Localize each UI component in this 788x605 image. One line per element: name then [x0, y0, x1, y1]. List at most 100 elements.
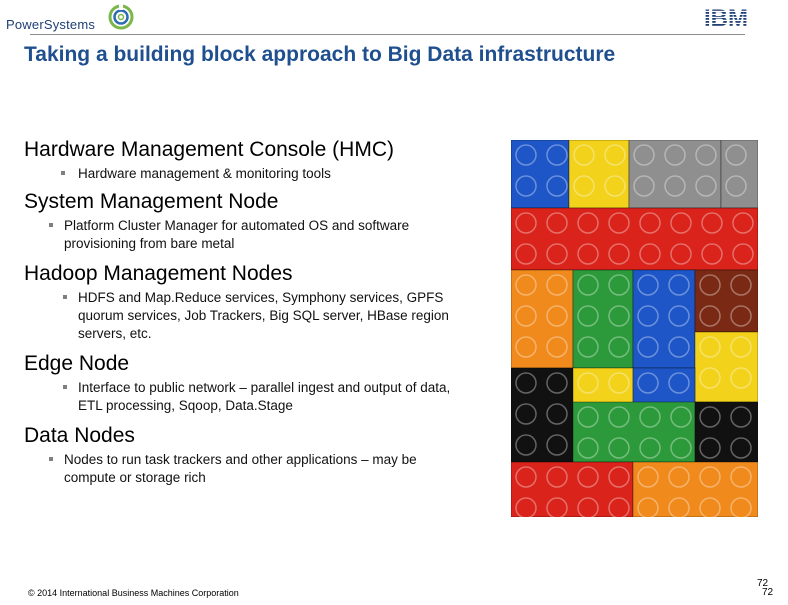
lego-stud	[732, 212, 754, 234]
section-heading: Edge Node	[24, 352, 130, 375]
lego-stud	[577, 212, 599, 234]
lego-stud	[608, 274, 630, 296]
lego-stud	[515, 403, 537, 425]
lego-stud	[577, 274, 599, 296]
lego-stud	[573, 175, 595, 197]
header-divider	[30, 34, 745, 35]
lego-stud	[546, 434, 568, 456]
section-heading: Data Nodes	[24, 424, 135, 447]
ibm-logo: IBM	[704, 6, 748, 28]
lego-stud	[637, 305, 659, 327]
lego-stud	[546, 497, 568, 517]
lego-stud	[546, 175, 568, 197]
lego-stud	[670, 243, 692, 265]
lego-stud	[604, 175, 626, 197]
bullet-icon	[63, 385, 67, 389]
lego-stud	[515, 497, 537, 517]
lego-stud	[668, 497, 690, 517]
lego-stud	[577, 466, 599, 488]
lego-stud	[515, 175, 537, 197]
lego-stud	[725, 144, 747, 166]
section-bullet: Platform Cluster Manager for automated O…	[49, 217, 464, 253]
lego-stud	[699, 466, 721, 488]
lego-stud	[730, 367, 752, 389]
lego-stud	[699, 406, 721, 428]
lego-stud	[637, 372, 659, 394]
lego-stud	[701, 243, 723, 265]
lego-stud	[608, 497, 630, 517]
lego-stud	[730, 274, 752, 296]
lego-stud	[699, 305, 721, 327]
lego-stud	[515, 212, 537, 234]
lego-stud	[577, 305, 599, 327]
lego-stud	[699, 437, 721, 459]
lego-bricks-layer	[511, 140, 758, 517]
power-swirl-icon	[108, 4, 134, 30]
copyright-footer: © 2014 International Business Machines C…	[28, 588, 239, 598]
lego-stud	[577, 437, 599, 459]
bullet-icon	[49, 457, 53, 461]
lego-stud	[732, 243, 754, 265]
lego-stud	[637, 274, 659, 296]
lego-stud	[670, 212, 692, 234]
lego-stud	[633, 175, 655, 197]
lego-stud	[546, 305, 568, 327]
lego-stud	[577, 372, 599, 394]
lego-stud	[546, 144, 568, 166]
lego-stud	[699, 367, 721, 389]
bullet-icon	[49, 223, 53, 227]
lego-stud	[546, 243, 568, 265]
lego-stud	[573, 144, 595, 166]
lego-stud	[515, 274, 537, 296]
lego-stud	[695, 144, 717, 166]
section-data-nodes: Data Nodes Nodes to run task trackers an…	[24, 423, 504, 487]
lego-stud	[668, 372, 690, 394]
lego-stud	[608, 466, 630, 488]
lego-stud	[515, 305, 537, 327]
bullet-icon	[61, 171, 65, 175]
lego-stud	[515, 466, 537, 488]
lego-stud	[730, 336, 752, 358]
page-number-secondary: 72	[762, 587, 774, 598]
slide-title: Taking a building block approach to Big …	[24, 43, 616, 66]
lego-stud	[608, 305, 630, 327]
lego-stud	[546, 403, 568, 425]
lego-stud	[633, 144, 655, 166]
lego-stud	[668, 274, 690, 296]
section-edge-node: Edge Node Interface to public network – …	[24, 351, 504, 415]
lego-stud	[701, 212, 723, 234]
section-bullet: Nodes to run task trackers and other app…	[49, 451, 464, 487]
section-bullet: Interface to public network – parallel i…	[63, 379, 468, 415]
lego-stud	[546, 212, 568, 234]
lego-stud	[664, 144, 686, 166]
lego-stud	[670, 437, 692, 459]
page-number: 72	[757, 578, 769, 589]
section-hmc: Hardware Management Console (HMC) Hardwa…	[24, 137, 504, 183]
lego-stud	[515, 372, 537, 394]
lego-stud	[730, 406, 752, 428]
section-bullet: HDFS and Map.Reduce services, Symphony s…	[63, 289, 488, 343]
lego-stud	[546, 372, 568, 394]
section-heading: System Management Node	[24, 190, 279, 213]
section-system-mgmt: System Management Node Platform Cluster …	[24, 189, 504, 253]
lego-stud	[577, 243, 599, 265]
powersystems-logo: PowerSystems	[4, 4, 134, 34]
bullet-icon	[63, 295, 67, 299]
lego-stud	[546, 274, 568, 296]
lego-stud	[515, 144, 537, 166]
lego-stud	[515, 434, 537, 456]
lego-stud	[577, 336, 599, 358]
lego-stud	[730, 497, 752, 517]
section-heading: Hadoop Management Nodes	[24, 262, 293, 285]
lego-stud	[608, 437, 630, 459]
lego-stud	[639, 212, 661, 234]
section-bullet: Hardware management & monitoring tools	[61, 165, 468, 183]
lego-stud	[577, 406, 599, 428]
lego-stud	[637, 336, 659, 358]
lego-bricks-image	[511, 140, 758, 517]
lego-stud	[730, 466, 752, 488]
lego-stud	[637, 497, 659, 517]
lego-stud	[608, 372, 630, 394]
lego-stud	[604, 144, 626, 166]
lego-stud	[668, 305, 690, 327]
